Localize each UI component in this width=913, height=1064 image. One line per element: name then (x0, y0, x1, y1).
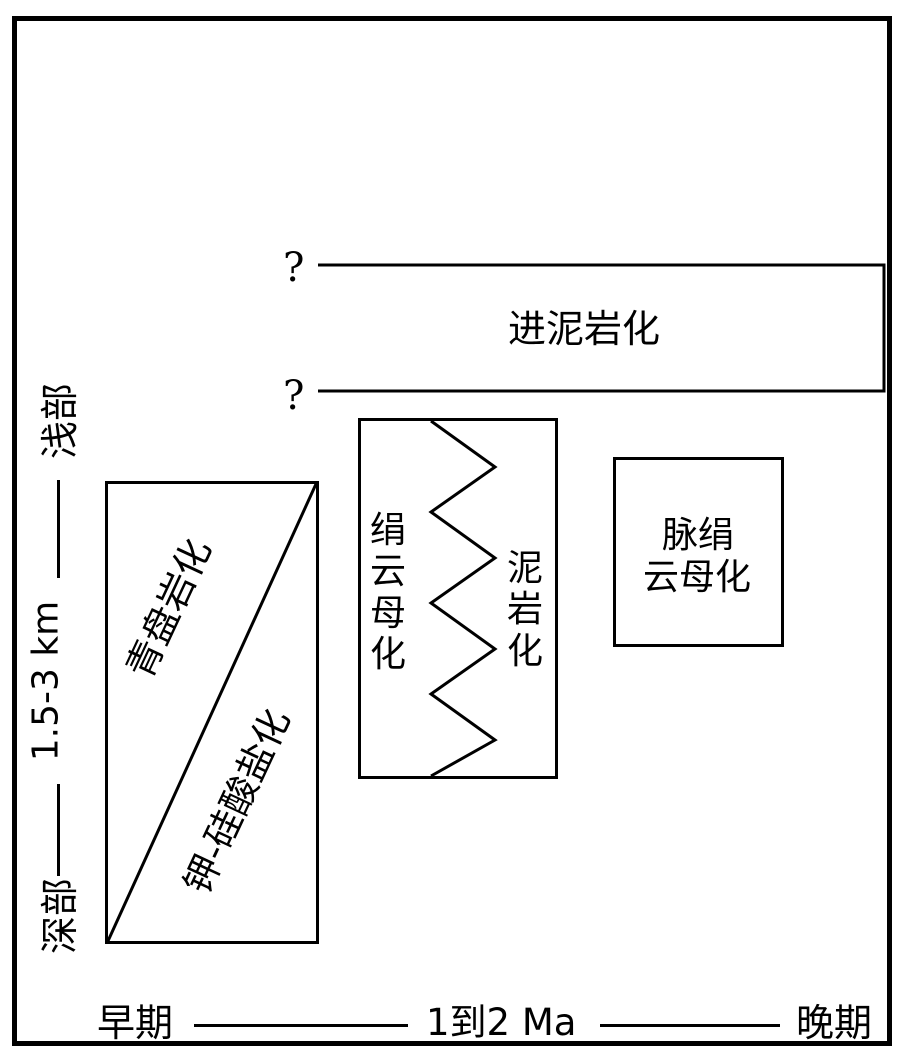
time-right-label: 晚期 (796, 1001, 873, 1045)
depth-axis-line-upper (57, 480, 60, 578)
sericitic-label: 绢云母化 (369, 510, 406, 676)
question-mark-top: ? (283, 245, 305, 291)
depth-middle-label: 1.5-3 km (25, 600, 67, 762)
vein-sericitic-line1: 脉绢 (662, 515, 735, 556)
argillic-label: 泥岩化 (506, 548, 543, 672)
advanced-argillic-label: 进泥岩化 (508, 307, 661, 351)
depth-top-label: 浅部 (38, 382, 83, 460)
time-middle-label: 1到2 Ma (426, 1001, 577, 1044)
diagram-frame (12, 16, 892, 1046)
vein-sericitic-box (613, 457, 784, 647)
time-left-label: 早期 (97, 1001, 174, 1045)
depth-bottom-label: 深部 (38, 877, 83, 955)
propylitic-potassic-box (105, 481, 319, 944)
time-axis-line-right (600, 1024, 780, 1027)
depth-axis-line-lower (57, 784, 60, 876)
question-mark-bottom: ? (283, 373, 305, 419)
time-axis-line-left (194, 1024, 408, 1027)
sericitic-argillic-box (358, 418, 558, 779)
vein-sericitic-line2: 云母化 (643, 557, 752, 598)
